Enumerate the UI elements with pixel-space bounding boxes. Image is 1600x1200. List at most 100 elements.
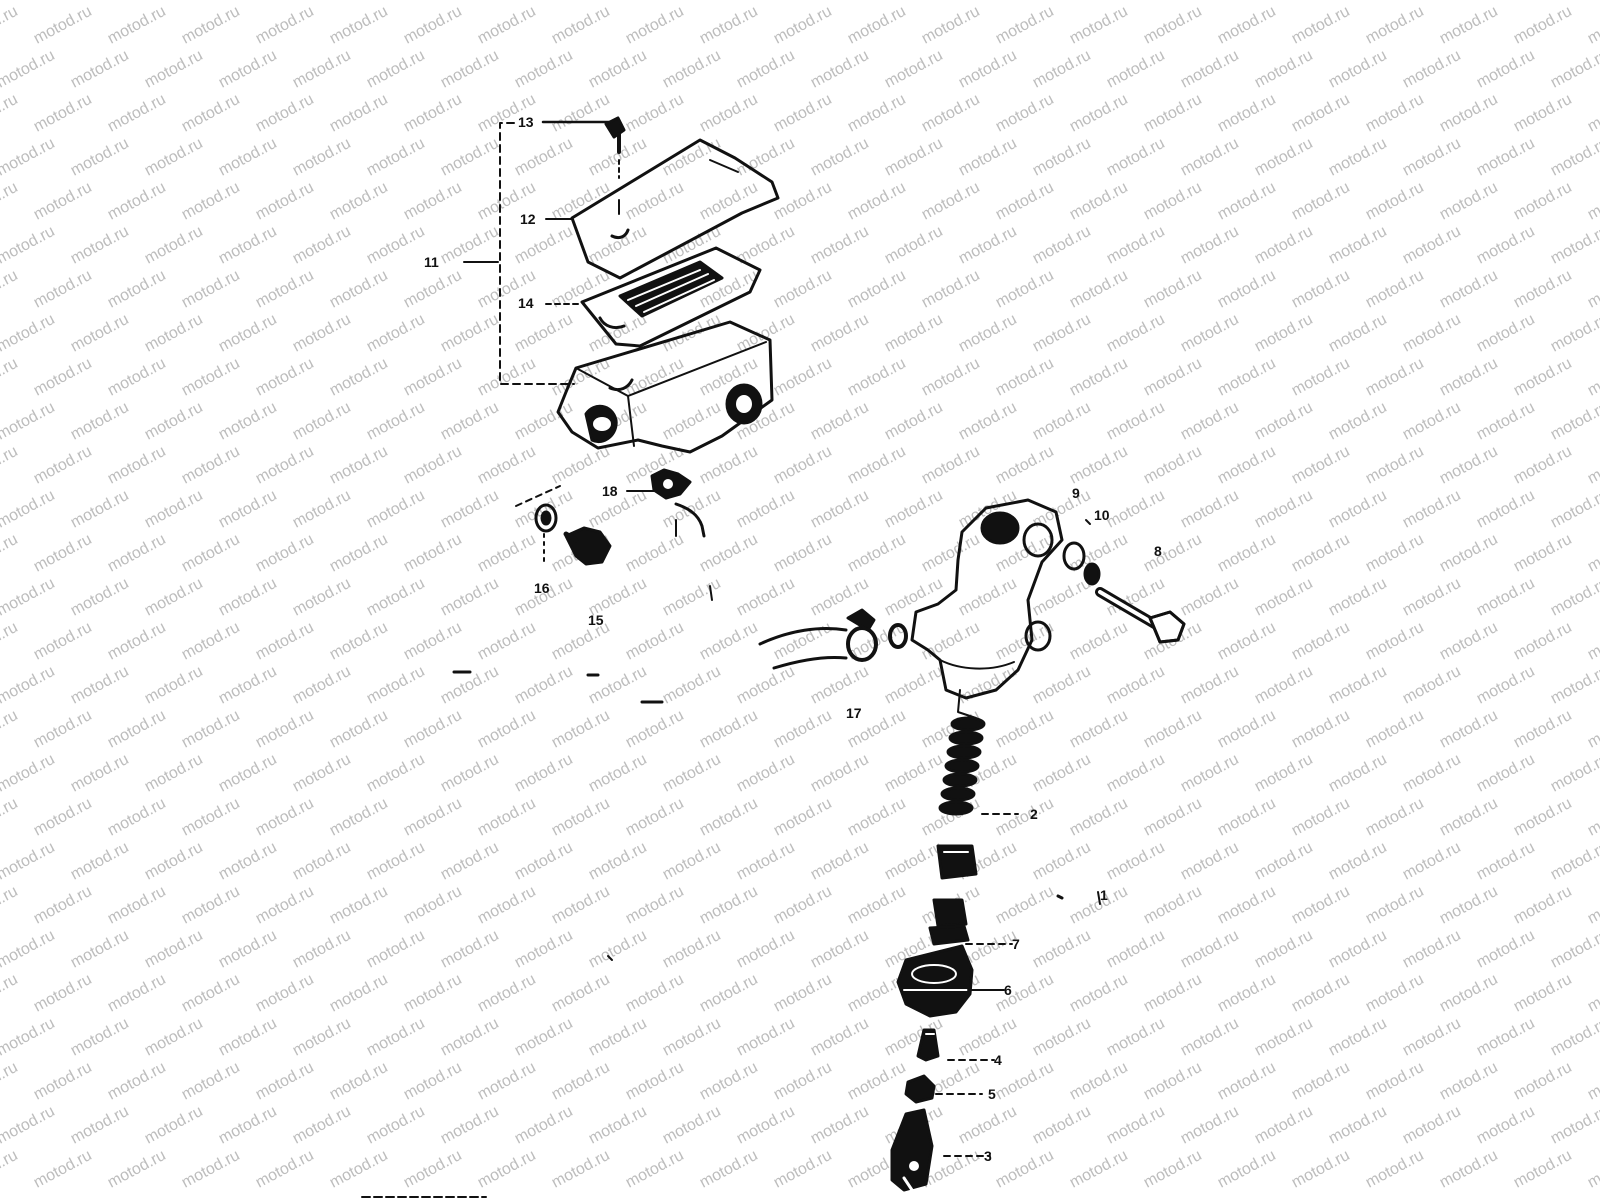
watermark-text: motod.ru bbox=[1104, 1103, 1168, 1148]
watermark-text: motod.ru bbox=[586, 751, 650, 796]
watermark-text: motod.ru bbox=[512, 47, 576, 92]
watermark-text: motod.ru bbox=[1326, 0, 1390, 4]
watermark-text: motod.ru bbox=[882, 487, 946, 532]
watermark-text: motod.ru bbox=[1252, 487, 1316, 532]
watermark-text: motod.ru bbox=[993, 707, 1057, 752]
watermark-text: motod.ru bbox=[1511, 179, 1575, 224]
watermark-text: motod.ru bbox=[1548, 311, 1600, 356]
watermark-text: motod.ru bbox=[660, 927, 724, 972]
watermark-text: motod.ru bbox=[364, 399, 428, 444]
watermark-text: motod.ru bbox=[327, 619, 391, 664]
watermark-text: motod.ru bbox=[1474, 399, 1538, 444]
watermark-text: motod.ru bbox=[1141, 3, 1205, 48]
watermark-text: motod.ru bbox=[1104, 751, 1168, 796]
watermark-text: motod.ru bbox=[1511, 443, 1575, 488]
watermark-text: motod.ru bbox=[1363, 619, 1427, 664]
watermark-text: motod.ru bbox=[31, 3, 95, 48]
watermark-text: motod.ru bbox=[31, 795, 95, 840]
clutch-hose bbox=[758, 627, 848, 670]
watermark-text: motod.ru bbox=[623, 1059, 687, 1104]
release-cylinder-assembly bbox=[361, 498, 1186, 1198]
watermark-text: motod.ru bbox=[1548, 839, 1600, 884]
watermark-text: motod.ru bbox=[697, 531, 761, 576]
watermark-text: motod.ru bbox=[290, 0, 354, 4]
watermark-text: motod.ru bbox=[919, 179, 983, 224]
watermark-text: motod.ru bbox=[216, 487, 280, 532]
watermark-text: motod.ru bbox=[179, 971, 243, 1016]
watermark-text: motod.ru bbox=[0, 531, 21, 576]
watermark-text: motod.ru bbox=[179, 3, 243, 48]
watermark-text: motod.ru bbox=[216, 311, 280, 356]
watermark-text: motod.ru bbox=[1067, 619, 1131, 664]
watermark-text: motod.ru bbox=[142, 487, 206, 532]
watermark-text: motod.ru bbox=[475, 883, 539, 928]
watermark-text: motod.ru bbox=[438, 399, 502, 444]
watermark-text: motod.ru bbox=[1289, 619, 1353, 664]
watermark-text: motod.ru bbox=[438, 927, 502, 972]
reservoir-screw bbox=[604, 116, 626, 179]
watermark-text: motod.ru bbox=[1437, 971, 1501, 1016]
callout-15: 15 bbox=[588, 612, 604, 628]
watermark-text: motod.ru bbox=[364, 575, 428, 620]
watermark-text: motod.ru bbox=[549, 443, 613, 488]
watermark-text: motod.ru bbox=[290, 487, 354, 532]
watermark-text: motod.ru bbox=[697, 619, 761, 664]
watermark-text: motod.ru bbox=[1326, 839, 1390, 884]
callout-11: 11 bbox=[424, 254, 439, 270]
watermark-text: motod.ru bbox=[364, 663, 428, 708]
watermark-text: motod.ru bbox=[1511, 355, 1575, 400]
watermark-text: motod.ru bbox=[956, 399, 1020, 444]
watermark-text: motod.ru bbox=[475, 1059, 539, 1104]
watermark-text: motod.ru bbox=[734, 487, 798, 532]
watermark-text: motod.ru bbox=[1511, 707, 1575, 752]
callout-14: 14 bbox=[518, 295, 534, 311]
watermark-text: motod.ru bbox=[1548, 1015, 1600, 1060]
watermark-text: motod.ru bbox=[105, 1059, 169, 1104]
watermark-text: motod.ru bbox=[105, 3, 169, 48]
watermark-text: motod.ru bbox=[1511, 267, 1575, 312]
watermark-text: motod.ru bbox=[216, 135, 280, 180]
watermark-text: motod.ru bbox=[993, 1147, 1057, 1192]
watermark-text: motod.ru bbox=[771, 795, 835, 840]
watermark-text: motod.ru bbox=[549, 1059, 613, 1104]
callout-3: 3 bbox=[984, 1148, 992, 1164]
watermark-text: motod.ru bbox=[919, 619, 983, 664]
watermark-text: motod.ru bbox=[734, 47, 798, 92]
watermark-text: motod.ru bbox=[290, 575, 354, 620]
hose-clamp bbox=[846, 608, 878, 662]
watermark-text: motod.ru bbox=[1289, 3, 1353, 48]
watermark-text: motod.ru bbox=[0, 0, 58, 4]
watermark-text: motod.ru bbox=[1437, 267, 1501, 312]
watermark-text: motod.ru bbox=[0, 971, 21, 1016]
watermark-text: motod.ru bbox=[882, 223, 946, 268]
watermark-text: motod.ru bbox=[0, 399, 58, 444]
watermark-text: motod.ru bbox=[31, 619, 95, 664]
watermark-text: motod.ru bbox=[1363, 179, 1427, 224]
watermark-text: motod.ru bbox=[142, 0, 206, 4]
watermark-text: motod.ru bbox=[956, 1103, 1020, 1148]
watermark-text: motod.ru bbox=[142, 839, 206, 884]
watermark-text: motod.ru bbox=[216, 399, 280, 444]
watermark-text: motod.ru bbox=[549, 1147, 613, 1192]
mount-washer bbox=[534, 503, 558, 567]
watermark-text: motod.ru bbox=[956, 1015, 1020, 1060]
watermark-text: motod.ru bbox=[364, 135, 428, 180]
watermark-text: motod.ru bbox=[327, 443, 391, 488]
watermark-text: motod.ru bbox=[0, 707, 21, 752]
watermark-text: motod.ru bbox=[1178, 1103, 1242, 1148]
watermark-text: motod.ru bbox=[475, 3, 539, 48]
watermark-text: motod.ru bbox=[0, 1147, 21, 1192]
watermark-text: motod.ru bbox=[1252, 399, 1316, 444]
watermark-text: motod.ru bbox=[68, 1103, 132, 1148]
watermark-text: motod.ru bbox=[586, 927, 650, 972]
reservoir-diaphragm bbox=[580, 246, 762, 348]
watermark-text: motod.ru bbox=[956, 47, 1020, 92]
watermark-text: motod.ru bbox=[549, 971, 613, 1016]
watermark-text: motod.ru bbox=[697, 443, 761, 488]
watermark-text: motod.ru bbox=[1548, 223, 1600, 268]
watermark-text: motod.ru bbox=[216, 751, 280, 796]
watermark-text: motod.ru bbox=[1030, 399, 1094, 444]
watermark-text: motod.ru bbox=[734, 135, 798, 180]
watermark-text: motod.ru bbox=[68, 223, 132, 268]
watermark-text: motod.ru bbox=[771, 971, 835, 1016]
